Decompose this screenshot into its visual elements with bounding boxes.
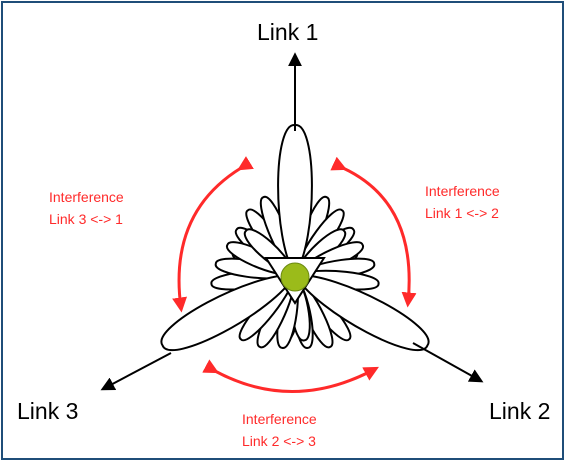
- interference-3-1-title: Interference: [49, 189, 124, 205]
- link3-arrow: [100, 352, 172, 391]
- interference-3-1-links: Link 3 <-> 1: [49, 211, 123, 227]
- interference-arrow-1-2: [330, 156, 417, 308]
- link3-label: Link 3: [17, 398, 78, 424]
- link2-arrow: [412, 342, 484, 383]
- interference-arrow-2-3: [202, 359, 379, 393]
- interference-2-3-title: Interference: [242, 411, 317, 427]
- interference-2-3-links: Link 2 <-> 3: [242, 433, 316, 449]
- node-circle: [280, 262, 310, 292]
- interference-1-2-links: Link 1 <-> 2: [425, 205, 499, 221]
- link1-label: Link 1: [257, 19, 318, 45]
- link2-label: Link 2: [489, 398, 550, 424]
- antenna-pattern-diagram: Link 1 Link 2 Link 3 Interference Link 1…: [17, 19, 550, 449]
- radiation-lobes: [160, 123, 430, 352]
- interference-arrow-3-1: [172, 156, 254, 313]
- interference-1-2-title: Interference: [425, 183, 500, 199]
